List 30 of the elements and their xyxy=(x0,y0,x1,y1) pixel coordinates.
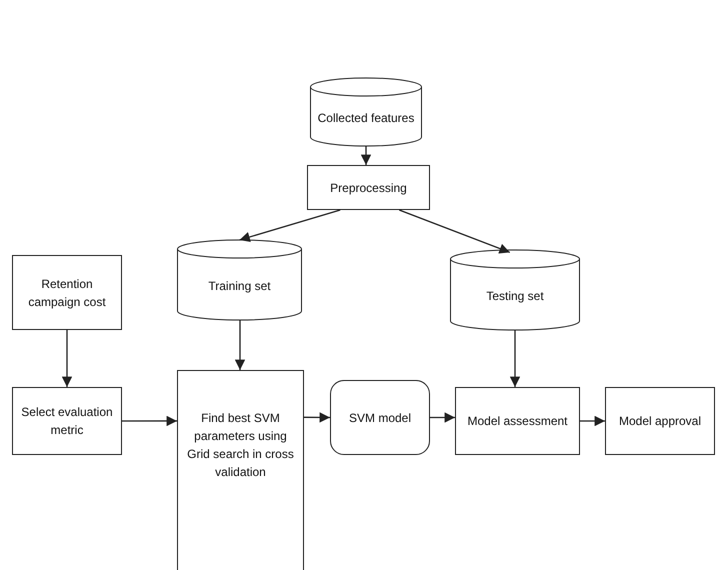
process-box xyxy=(12,387,122,455)
node-label: Collected features xyxy=(316,110,416,127)
arrow xyxy=(580,416,605,426)
process-box xyxy=(455,387,580,455)
process-box xyxy=(605,387,715,455)
node-label: Training set xyxy=(207,278,272,295)
arrow xyxy=(304,412,330,423)
rounded-process-box xyxy=(330,380,430,455)
node-label: Find best SVM parameters using Grid search in cross validation xyxy=(186,410,295,481)
arrow xyxy=(430,412,455,423)
process-box xyxy=(12,255,122,330)
arrow xyxy=(360,146,372,165)
node-label: Testing set xyxy=(485,288,545,305)
arrow xyxy=(122,416,177,426)
arrow xyxy=(399,209,510,254)
node-label: SVM model xyxy=(348,410,412,426)
database-cylinder xyxy=(310,78,422,146)
process-box xyxy=(177,370,304,570)
arrow xyxy=(239,209,340,242)
node-label: Model assessment xyxy=(466,413,569,430)
process-box xyxy=(307,165,430,210)
node-label: Model approval xyxy=(618,413,702,430)
node-label: Retention campaign cost xyxy=(27,276,107,310)
arrow xyxy=(510,330,520,387)
arrow xyxy=(234,320,246,370)
node-label: Preprocessing xyxy=(329,180,408,196)
database-cylinder xyxy=(450,250,580,330)
database-cylinder xyxy=(177,240,302,320)
node-label: Select evaluation metric xyxy=(20,404,114,439)
arrow xyxy=(62,330,72,387)
